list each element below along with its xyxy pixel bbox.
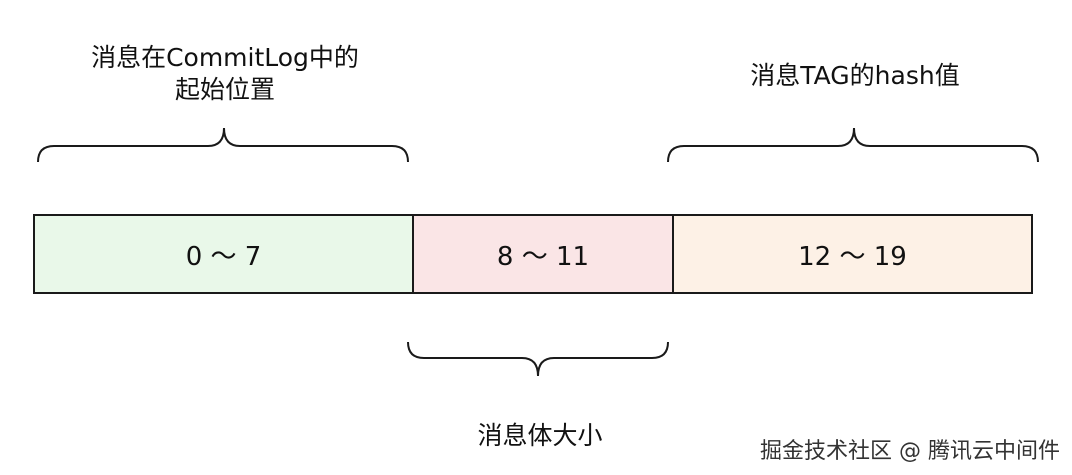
segment-offset-12-19-text: 12 ～ 19	[798, 241, 907, 272]
segment-offset-0-7-text: 0 ～ 7	[185, 241, 262, 272]
start-position-label-line1: 消息在CommitLog中的	[91, 43, 359, 72]
start-position-label: 消息在CommitLog中的 起始位置	[40, 42, 410, 106]
start-position-label-line2: 起始位置	[174, 75, 275, 104]
watermark: 掘金技术社区 @ 腾讯云中间件	[760, 439, 1060, 464]
segment-offset-8-11: 8 ～ 11	[412, 214, 674, 294]
segment-offset-0-7: 0 ～ 7	[33, 214, 414, 294]
tag-hash-label: 消息TAG的hash值	[750, 61, 960, 90]
segment-offset-12-19: 12 ～ 19	[672, 214, 1033, 294]
segment-offset-8-11-text: 8 ～ 11	[496, 241, 590, 272]
body-size-label: 消息体大小	[477, 421, 603, 450]
